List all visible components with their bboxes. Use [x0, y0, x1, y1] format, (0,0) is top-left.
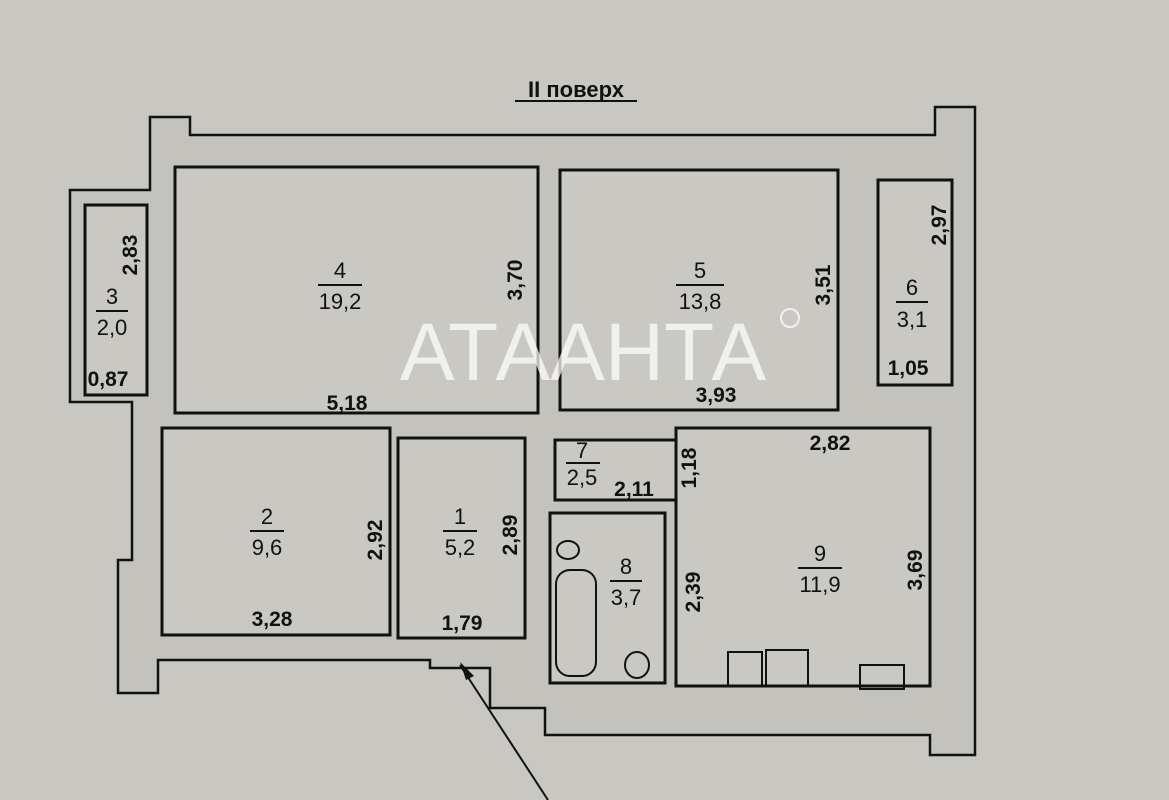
entrance-arrow: [459, 664, 549, 800]
dimension: 2,83: [119, 235, 142, 276]
room-number: 7: [576, 438, 588, 463]
room-area: 11,9: [799, 572, 840, 597]
room-number: 4: [334, 258, 346, 283]
dimension: 1,05: [888, 357, 929, 380]
dimension: 3,69: [904, 550, 927, 591]
room-3-label: 2,83 3 2,0 0,87: [88, 235, 142, 391]
dimension: 2,92: [364, 520, 387, 561]
room-number: 9: [814, 541, 826, 566]
room-area: 3,1: [897, 307, 928, 332]
room-6: [876, 178, 954, 387]
dimension: 1,18: [678, 447, 701, 488]
room-1-label: 1 5,2 2,89 1,79: [442, 504, 522, 635]
dimension: 3,51: [812, 264, 835, 305]
room-number: 6: [906, 275, 918, 300]
sink-icon: [556, 540, 580, 560]
room-number: 3: [106, 284, 118, 309]
room-4-label: 4 19,2 3,70 5,18: [318, 258, 527, 415]
room-area: 19,2: [319, 289, 362, 314]
room-1: [396, 436, 527, 640]
registered-mark-icon: [780, 308, 800, 328]
room-number: 2: [261, 504, 273, 529]
counter-icon: [859, 664, 905, 690]
bathtub-icon: [555, 569, 597, 677]
room-8-label: 8 3,7: [610, 554, 642, 610]
room-area: 3,7: [611, 585, 642, 610]
room-9-label: 2,82 9 11,9 3,69 2,39: [682, 432, 927, 612]
room-number: 8: [620, 554, 632, 579]
room-2-label: 2 9,6 2,92 3,28: [250, 504, 387, 631]
watermark: АТААНТА: [400, 307, 767, 398]
room-area: 2,0: [97, 315, 128, 340]
dimension: 3,28: [252, 608, 293, 631]
room-area: 2,5: [567, 465, 598, 490]
room-5-label: 5 13,8 3,51 3,93: [676, 258, 835, 407]
room-9: [674, 426, 932, 688]
room-6-label: 2,97 6 3,1 1,05: [888, 205, 951, 380]
room-number: 5: [694, 258, 706, 283]
room-area: 9,6: [252, 535, 283, 560]
dimension: 1,79: [442, 612, 483, 635]
dimension: 2,97: [928, 205, 951, 246]
floor-title: II поверх: [528, 77, 625, 102]
dimension: 0,87: [88, 368, 129, 391]
arrow-head-icon: [460, 662, 474, 680]
room-area: 13,8: [679, 289, 722, 314]
room-7-label: 7 2,5 1,18 2,11: [566, 438, 701, 501]
dimension: 2,39: [682, 572, 705, 613]
room-4: [173, 165, 540, 415]
room-number: 1: [454, 504, 466, 529]
dimension: 2,89: [499, 515, 522, 556]
toilet-icon: [624, 651, 650, 679]
room-5: [558, 168, 840, 412]
room-8: [548, 511, 667, 685]
room-area: 5,2: [445, 535, 476, 560]
kitchen-sink-icon: [727, 651, 763, 687]
dimension: 5,18: [327, 392, 368, 415]
dimension: 3,93: [696, 384, 737, 407]
dimension: 2,11: [614, 478, 654, 501]
dimension: 3,70: [504, 260, 527, 301]
room-3: [83, 203, 149, 397]
stove-icon: [765, 649, 809, 687]
dimension: 2,82: [810, 432, 851, 455]
